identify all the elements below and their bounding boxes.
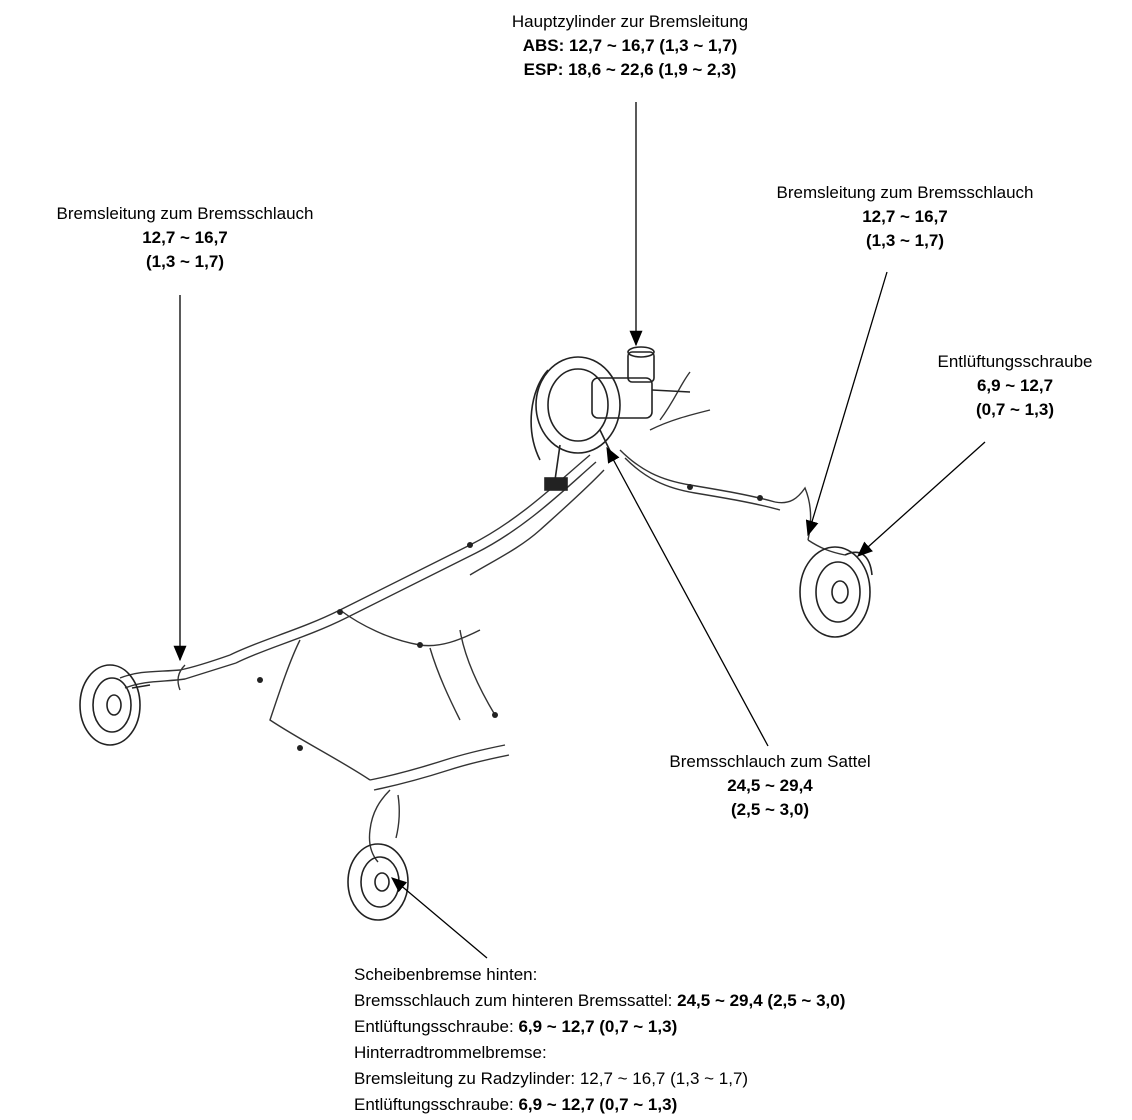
bleed-screw-value-alt: (0,7 ~ 1,3)	[976, 400, 1054, 419]
line-clips	[257, 484, 763, 751]
rear-drum-bleed-value: 6,9 ~ 12,7 (0,7 ~ 1,3)	[518, 1095, 678, 1114]
right-line-value: 12,7 ~ 16,7	[862, 207, 948, 226]
bleed-screw-value: 6,9 ~ 12,7	[976, 376, 1054, 395]
master-cylinder-title: Hauptzylinder zur Bremsleitung	[511, 12, 749, 31]
hose-caliper-value-alt: (2,5 ~ 3,0)	[731, 800, 809, 819]
rear-wheel-cyl-text: Bremsleitung zu Radzylinder:	[354, 1069, 576, 1088]
bleed-screw-title: Entlüftungsschraube	[937, 352, 1093, 371]
esp-prefix: ESP:	[523, 60, 564, 79]
right-line-value-alt: (1,3 ~ 1,7)	[866, 231, 944, 250]
rear-bleed-value: 6,9 ~ 12,7 (0,7 ~ 1,3)	[518, 1017, 678, 1036]
callout-bleed-screw: Entlüftungsschraube 6,9 ~ 12,7 (0,7 ~ 1,…	[900, 350, 1130, 422]
right-front-wheel	[799, 546, 873, 638]
rear-disc-heading: Scheibenbremse hinten:	[354, 965, 538, 984]
hose-caliper-value: 24,5 ~ 29,4	[727, 776, 813, 795]
left-line-value-alt: (1,3 ~ 1,7)	[146, 252, 224, 271]
left-front-wheel	[79, 664, 151, 746]
callout-right-line-to-hose: Bremsleitung zum Bremsschlauch 12,7 ~ 16…	[720, 181, 1090, 253]
rear-hose-value: 24,5 ~ 29,4 (2,5 ~ 3,0)	[677, 991, 846, 1010]
callout-master-cylinder: Hauptzylinder zur Bremsleitung ABS: 12,7…	[420, 10, 840, 82]
callout-rear-brakes: Scheibenbremse hinten: Bremsschlauch zum…	[354, 962, 1124, 1118]
esp-value: 18,6 ~ 22,6 (1,9 ~ 2,3)	[568, 60, 737, 79]
master-cylinder-assembly	[530, 346, 691, 491]
callout-left-line-to-hose: Bremsleitung zum Bremsschlauch 12,7 ~ 16…	[0, 202, 370, 274]
left-line-value: 12,7 ~ 16,7	[142, 228, 228, 247]
rear-hose-text: Bremsschlauch zum hinteren Bremssattel:	[354, 991, 673, 1010]
rear-drum-bleed-text: Entlüftungsschraube:	[354, 1095, 514, 1114]
callout-hose-to-caliper: Bremsschlauch zum Sattel 24,5 ~ 29,4 (2,…	[620, 750, 920, 822]
abs-prefix: ABS:	[522, 36, 565, 55]
callout-leaders	[173, 102, 986, 959]
rear-bleed-text: Entlüftungsschraube:	[354, 1017, 514, 1036]
right-line-title: Bremsleitung zum Bremsschlauch	[776, 183, 1034, 202]
left-line-title: Bremsleitung zum Bremsschlauch	[56, 204, 314, 223]
rear-drum-brake	[347, 843, 409, 921]
abs-value: 12,7 ~ 16,7 (1,3 ~ 1,7)	[569, 36, 738, 55]
hose-caliper-title: Bremsschlauch zum Sattel	[669, 752, 871, 771]
rear-wheel-cyl-value: 12,7 ~ 16,7 (1,3 ~ 1,7)	[579, 1069, 749, 1088]
rear-drum-heading: Hinterradtrommelbremse:	[354, 1043, 547, 1062]
